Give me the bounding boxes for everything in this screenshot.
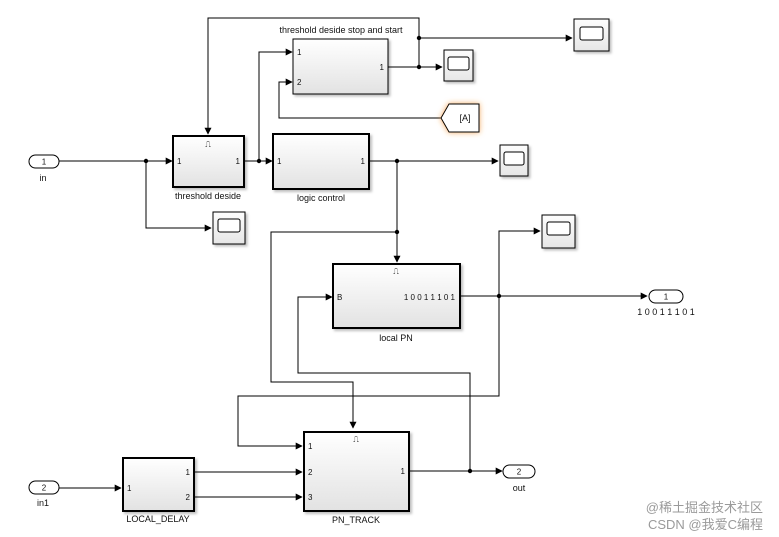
scope-logic[interactable] [499, 144, 529, 177]
inport-label: in [39, 173, 46, 183]
out-port-label: 1 [236, 157, 241, 166]
block-name: logic control [297, 193, 345, 203]
out-port-label: 1 [186, 468, 191, 477]
scope-input[interactable] [212, 211, 246, 245]
in-port-label: 2 [297, 78, 302, 87]
out-port-label: 2 [186, 493, 191, 502]
line-loop-left[interactable] [270, 231, 397, 429]
in-port-label: 1 [277, 157, 282, 166]
in-port-label: 1 [177, 157, 182, 166]
goto-tag-a[interactable]: [A] [440, 103, 480, 133]
in-port-label: 2 [308, 468, 313, 477]
block-local-pn[interactable]: ⎍ B 1 0 0 1 1 1 0 1 local PN [332, 263, 461, 343]
line-localpn-to-pntrack1[interactable] [237, 296, 500, 450]
inport-label: in1 [37, 498, 49, 508]
scope-stop-start[interactable] [443, 49, 474, 82]
inport-number: 1 [42, 158, 47, 167]
in-port-label: 1 [308, 442, 313, 451]
watermark-line1: @稀土掘金技术社区 [646, 500, 763, 515]
outport-number: 1 [664, 293, 669, 302]
line-localpn-to-scope[interactable] [498, 227, 541, 296]
block-stop-and-start[interactable]: 1 2 1 threshold deside stop and start [279, 25, 403, 95]
inport-in[interactable]: 1 in [28, 154, 60, 183]
trigger-icon: ⎍ [353, 435, 359, 444]
out-port-label: 1 [401, 467, 406, 476]
scope-top-right[interactable] [573, 18, 610, 52]
inport-in1[interactable]: 2 in1 [28, 480, 60, 508]
block-name: LOCAL_DELAY [126, 514, 189, 524]
block-name: local PN [379, 333, 413, 343]
trigger-icon: ⎍ [205, 140, 211, 149]
outport-out[interactable]: 2 out [502, 464, 536, 493]
block-local-delay[interactable]: 1 1 2 LOCAL_DELAY [122, 457, 195, 524]
in-port-label: B [337, 293, 342, 302]
signal-lines [59, 17, 648, 501]
out-port-label: 1 [361, 157, 366, 166]
block-pn-track[interactable]: ⎍ 1 2 3 1 PN_TRACK [303, 431, 410, 525]
line-in-to-scope1[interactable] [145, 161, 212, 232]
in-port-label: 1 [127, 484, 132, 493]
branch-dot [467, 468, 473, 474]
outport-number: 2 [517, 468, 522, 477]
outport-label: 1 0 0 1 1 1 0 1 [637, 307, 695, 317]
out-port-label: 1 [380, 63, 385, 72]
branch-dot [394, 229, 400, 235]
line-feedback-trigger[interactable] [204, 17, 420, 135]
out-port-label: 1 0 0 1 1 1 0 1 [404, 293, 456, 302]
goto-label: [A] [459, 113, 470, 123]
block-name: threshold deside [175, 191, 241, 201]
line-goto-to-stopstart[interactable] [278, 78, 441, 119]
line-to-scope-top[interactable] [418, 34, 573, 67]
outport-label: out [513, 483, 526, 493]
block-name: PN_TRACK [332, 515, 380, 525]
block-threshold-deside[interactable]: ⎍ 1 1 threshold deside [172, 135, 245, 201]
in-port-label: 1 [297, 48, 302, 57]
outport-pn[interactable]: 1 1 0 0 1 1 1 0 1 [637, 289, 695, 317]
trigger-icon: ⎍ [393, 267, 399, 276]
in-port-label: 3 [308, 493, 313, 502]
line-threshold-to-stopstart[interactable] [258, 48, 293, 161]
watermark-line2: CSDN @我爱C编程 [648, 517, 763, 532]
block-name: threshold deside stop and start [279, 25, 403, 35]
watermark: @稀土掘金技术社区 CSDN @我爱C编程 [646, 500, 763, 532]
line-pntrack-feedback[interactable] [297, 293, 471, 471]
scope-pn[interactable] [541, 214, 576, 249]
block-logic-control[interactable]: 1 1 logic control [272, 133, 370, 203]
branch-dot [416, 35, 422, 41]
inport-number: 2 [42, 484, 47, 493]
